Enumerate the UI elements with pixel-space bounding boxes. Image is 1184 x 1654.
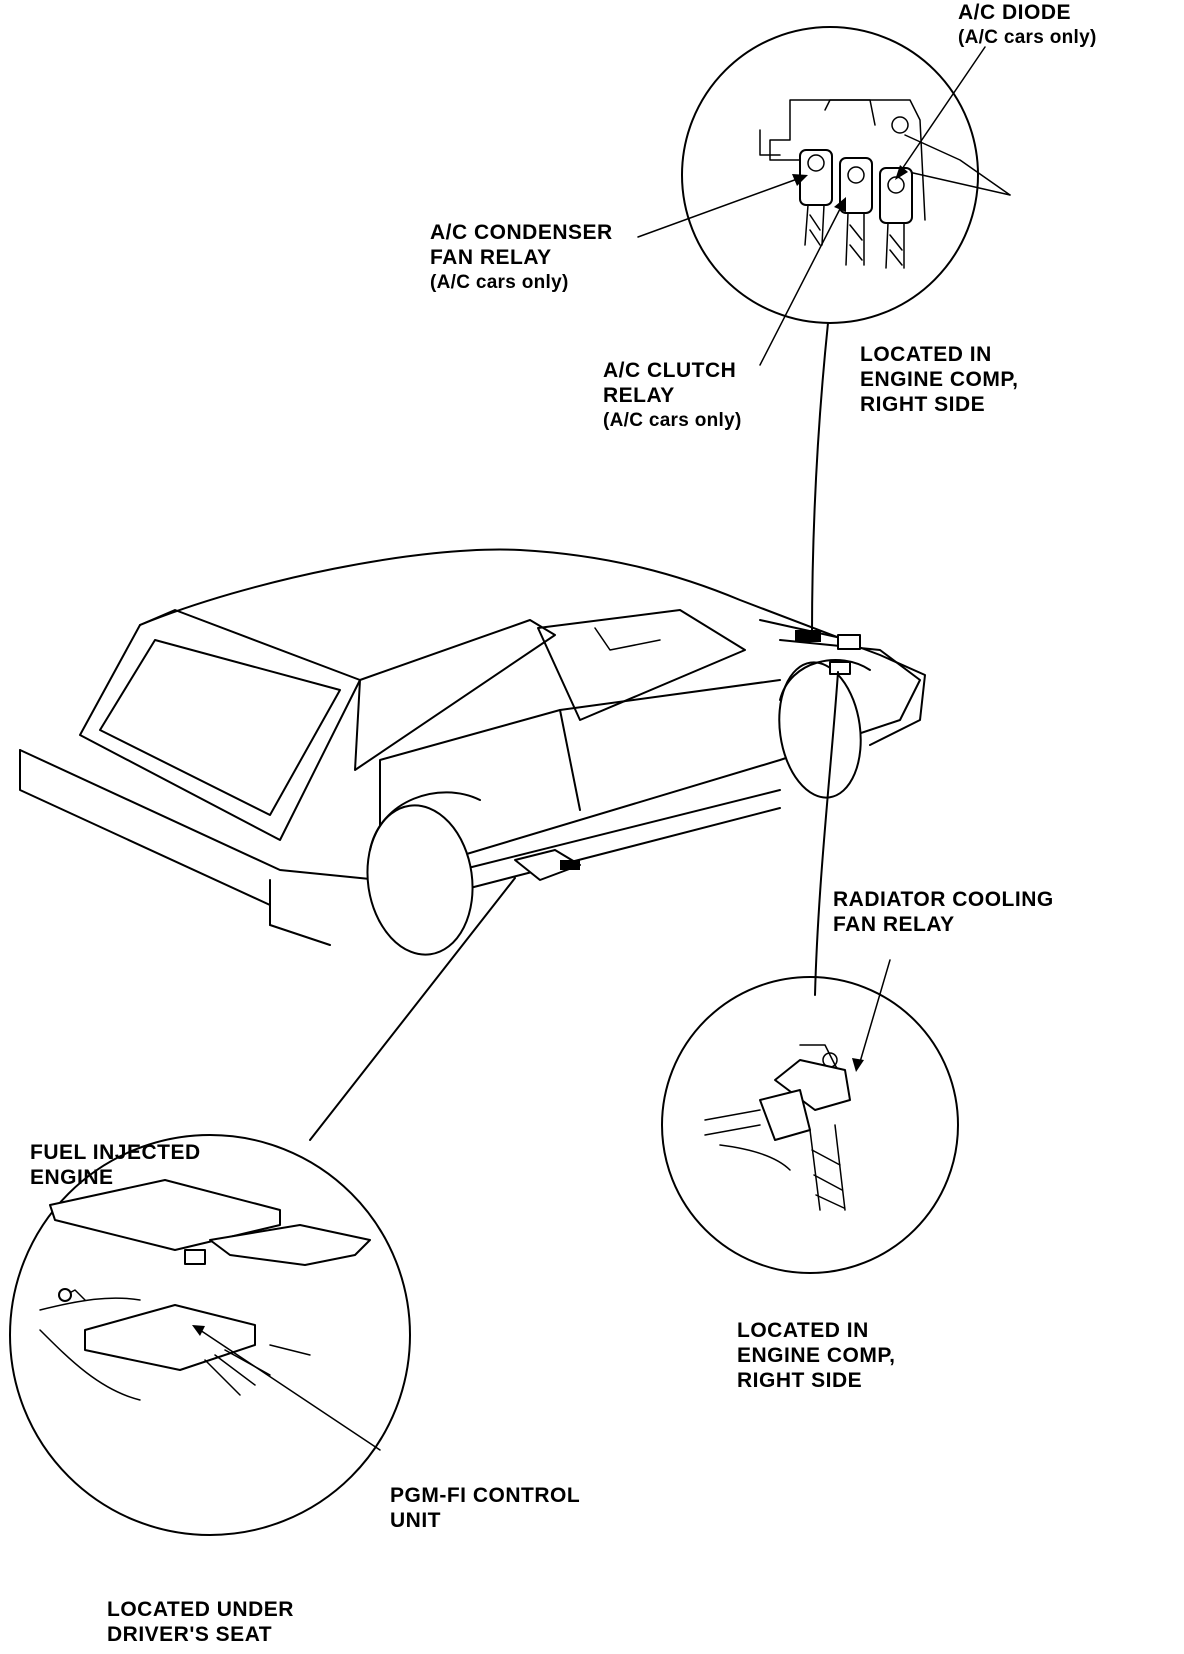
ac-condenser-note: (A/C cars only)	[430, 272, 569, 293]
top-leader-line	[811, 322, 829, 636]
pgm-fi-line-1: PGM-FI CONTROL	[390, 1484, 581, 1507]
pgm-fi-line-2: UNIT	[390, 1509, 441, 1532]
location-right-line-1: LOCATED IN	[737, 1319, 869, 1342]
ac-clutch-note: (A/C cars only)	[603, 410, 742, 431]
control-unit-detail-circle	[9, 1134, 411, 1536]
location-top-line-2: ENGINE COMP,	[860, 368, 1019, 391]
location-right-line-3: RIGHT SIDE	[737, 1369, 863, 1392]
location-bottom-label: LOCATED UNDER DRIVER'S SEAT	[107, 1597, 294, 1647]
car-illustration	[19, 548, 926, 956]
radiator-relay-title: RADIATOR COOLING	[833, 888, 1054, 911]
ac-diode-note: (A/C cars only)	[958, 27, 1097, 48]
ac-clutch-label: A/C CLUTCH RELAY (A/C cars only)	[603, 358, 742, 433]
right-leader-line	[814, 671, 839, 996]
ac-condenser-label: A/C CONDENSER FAN RELAY (A/C cars only)	[430, 220, 613, 295]
ac-clutch-title-2: RELAY	[603, 384, 675, 407]
radiator-relay-label: RADIATOR COOLING FAN RELAY	[833, 887, 1054, 937]
bottom-leader-line	[309, 877, 516, 1141]
radiator-relay-detail-circle	[661, 959, 959, 1274]
location-top-label: LOCATED IN ENGINE COMP, RIGHT SIDE	[860, 342, 1018, 417]
ac-diode-title: A/C DIODE	[958, 1, 1072, 24]
fuel-injected-label: FUEL INJECTED ENGINE	[30, 1140, 201, 1190]
location-right-line-2: ENGINE COMP,	[737, 1344, 896, 1367]
ac-diode-label: A/C DIODE (A/C cars only)	[958, 0, 1097, 50]
location-top-line-1: LOCATED IN	[860, 343, 992, 366]
fuel-injected-line-1: FUEL INJECTED	[30, 1141, 201, 1164]
pgm-fi-label: PGM-FI CONTROL UNIT	[390, 1483, 580, 1533]
ac-clutch-title: A/C CLUTCH	[603, 359, 737, 382]
location-bottom-line-2: DRIVER'S SEAT	[107, 1623, 273, 1646]
location-right-label: LOCATED IN ENGINE COMP, RIGHT SIDE	[737, 1318, 895, 1393]
radiator-relay-title-2: FAN RELAY	[833, 913, 955, 936]
location-top-line-3: RIGHT SIDE	[860, 393, 986, 416]
ac-relay-detail-circle	[637, 26, 1011, 366]
ac-condenser-title-2: FAN RELAY	[430, 246, 552, 269]
fuel-injected-line-2: ENGINE	[30, 1166, 114, 1189]
location-bottom-line-1: LOCATED UNDER	[107, 1598, 294, 1621]
ac-condenser-title: A/C CONDENSER	[430, 221, 613, 244]
